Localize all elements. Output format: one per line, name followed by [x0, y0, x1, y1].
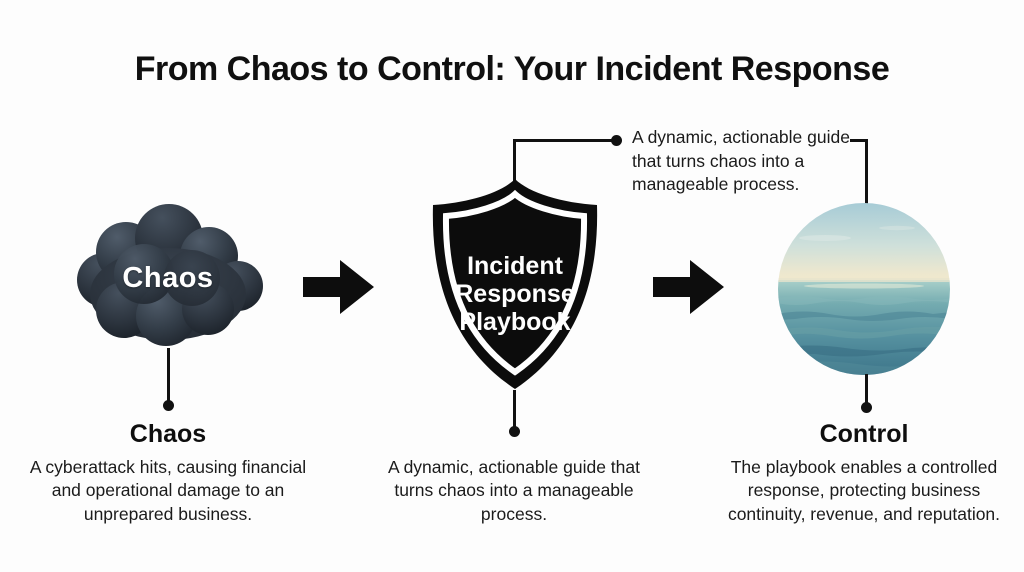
- control-connector-line: [865, 374, 868, 406]
- playbook-description: A dynamic, actionable guide that turns c…: [388, 457, 640, 524]
- callout-connector-vertical-left: [513, 139, 516, 183]
- shield-label-line1: Incident: [467, 252, 564, 280]
- arrow-right-icon: [303, 254, 375, 320]
- storm-cloud-icon: Chaos: [66, 202, 270, 350]
- cloud-chaos-label: Chaos: [122, 262, 214, 294]
- playbook-connector-line: [513, 390, 516, 428]
- chaos-description: A cyberattack hits, causing financial an…: [29, 457, 307, 524]
- callout-connector-dot: [611, 135, 622, 146]
- calm-ocean-image: [777, 202, 951, 376]
- page-title: From Chaos to Control: Your Incident Res…: [134, 50, 890, 88]
- chaos-connector-dot: [163, 400, 174, 411]
- playbook-connector-dot: [509, 426, 520, 437]
- playbook-callout: A dynamic, actionable guide that turns c…: [632, 127, 850, 195]
- shield-icon: Incident Response Playbook: [423, 177, 607, 392]
- callout-connector-horizontal-right: [850, 139, 868, 142]
- control-heading: Control: [819, 420, 909, 448]
- callout-connector-vertical-right: [865, 139, 868, 205]
- chaos-heading: Chaos: [129, 420, 207, 448]
- control-description: The playbook enables a controlled respon…: [727, 457, 1001, 524]
- shield-label-line2: Response: [455, 280, 575, 308]
- storm-cloud-svg: [77, 204, 263, 346]
- chaos-connector-line: [167, 348, 170, 402]
- arrow-right-icon: [653, 254, 725, 320]
- control-connector-dot: [861, 402, 872, 413]
- shield-label-line3: Playbook: [459, 308, 570, 336]
- callout-connector-horizontal: [513, 139, 615, 142]
